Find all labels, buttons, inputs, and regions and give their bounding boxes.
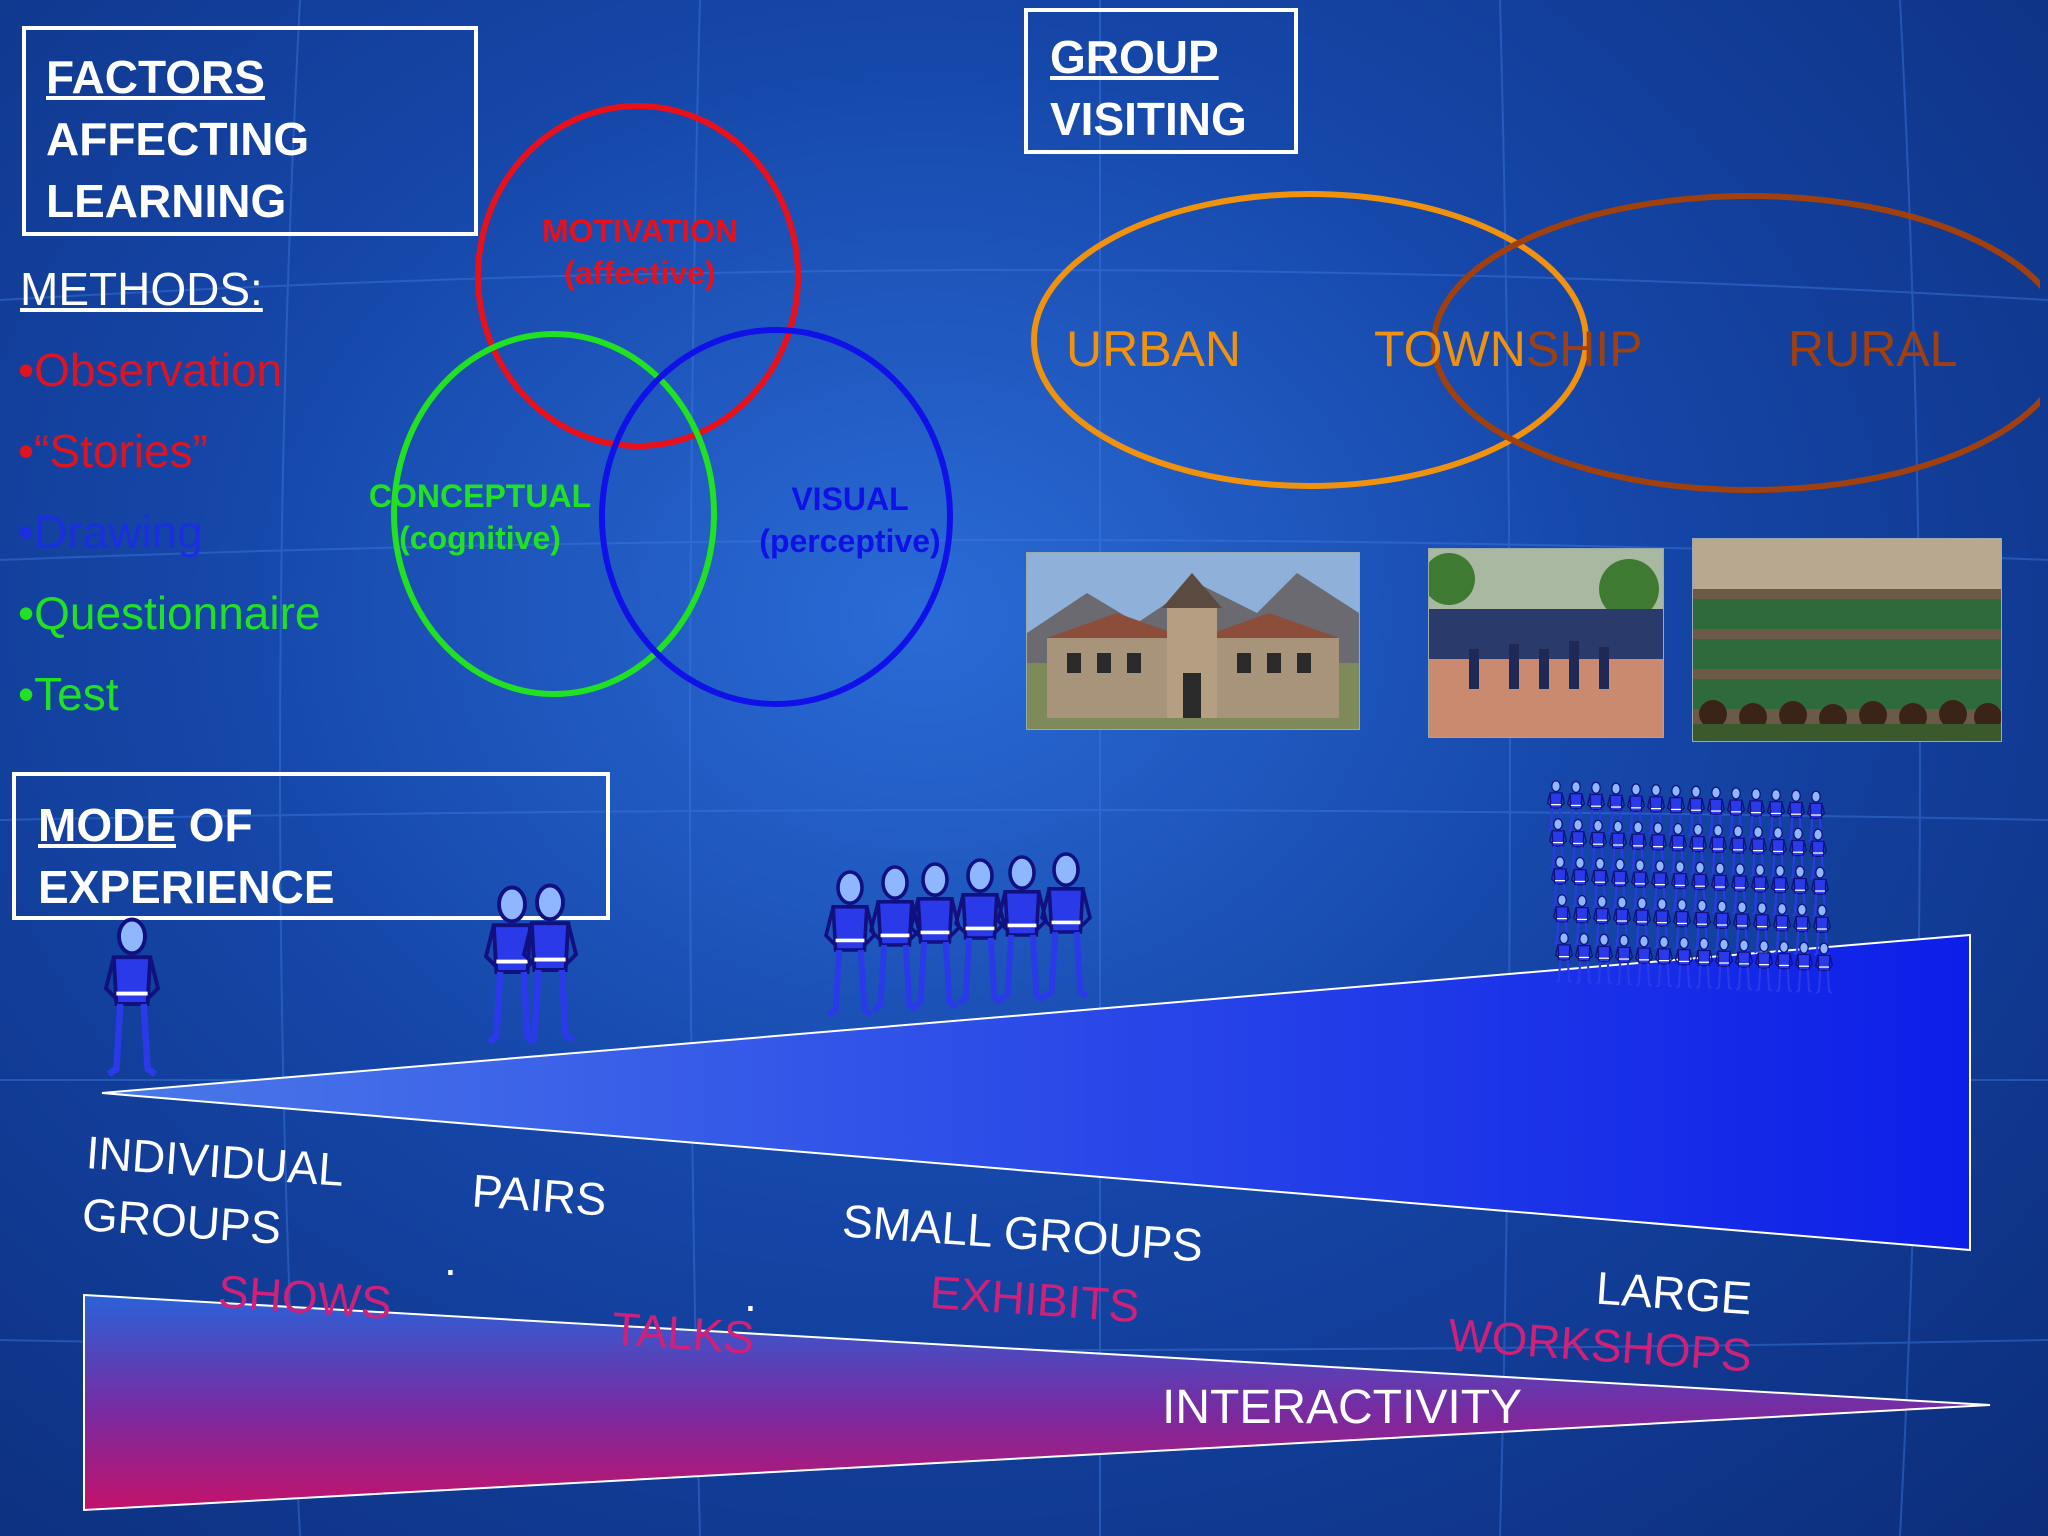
mode-title-of: OF: [176, 799, 253, 851]
method-test: •Test: [18, 668, 119, 720]
visual-sub: (perceptive): [759, 523, 941, 559]
venn-diagram: [391, 103, 953, 707]
venn-circle-motivation: [475, 103, 801, 449]
methods-list: •Observation •“Stories” •Drawing •Questi…: [18, 330, 321, 735]
motivation-sub: (affective): [564, 255, 716, 291]
mode-title-line-1: MODE OF: [38, 794, 606, 856]
township-label-b: SHIP: [1525, 321, 1643, 377]
factors-title-line-1: FACTORS: [46, 51, 265, 103]
factors-title-line-3: LEARNING: [46, 175, 287, 227]
method-drawing: •Drawing: [18, 506, 203, 558]
venn-label-visual: VISUAL (perceptive): [740, 478, 960, 562]
method-questionnaire: •Questionnaire: [18, 587, 321, 639]
individual-figure: [106, 920, 158, 1075]
school-building-photo: [1026, 552, 1360, 730]
interactivity-wedge: [83, 1293, 1991, 1512]
methods-heading: METHODS:: [20, 263, 263, 315]
township-rural-ellipse: [1431, 193, 2040, 493]
township-label: TOWNSHIP: [1374, 320, 1643, 378]
mode-title-line-2: EXPERIENCE: [38, 861, 335, 913]
township-label-a: TOWN: [1374, 321, 1526, 377]
large-group-figures: [1546, 779, 1834, 995]
visiting-ellipses: [1031, 191, 2040, 493]
venn-label-conceptual: CONCEPTUAL (cognitive): [360, 475, 600, 559]
label-dot-1: .: [444, 1233, 457, 1285]
conceptual-sub: (cognitive): [399, 520, 561, 556]
factors-title-line-2: AFFECTING: [46, 113, 310, 165]
label-dot-2: .: [744, 1269, 757, 1321]
venn-circle-conceptual: [391, 331, 717, 697]
label-large: LARGE: [1594, 1261, 1754, 1325]
label-pairs: PAIRS: [470, 1164, 609, 1226]
urban-label: URBAN: [1066, 321, 1242, 377]
method-stories: •“Stories”: [18, 425, 208, 477]
venn-circle-visual: [599, 327, 953, 707]
mode-title-mode: MODE: [38, 799, 176, 851]
label-interactivity: INTERACTIVITY: [1162, 1381, 1523, 1434]
mode-of-experience-box: MODE OF EXPERIENCE: [12, 772, 610, 920]
small-group-figures: [826, 854, 1090, 1015]
rural-label: RURAL: [1788, 321, 1958, 377]
conceptual-title: CONCEPTUAL: [368, 478, 592, 514]
factors-title-box: FACTORS AFFECTING LEARNING: [22, 26, 478, 236]
schoolyard-dance-photo: [1428, 548, 1664, 738]
motivation-title: MOTIVATION: [541, 213, 739, 249]
group-size-wedge: [101, 933, 1971, 1252]
method-observation: •Observation: [18, 344, 283, 396]
label-talks: TALKS: [610, 1302, 756, 1364]
group-visiting-box: GROUP VISITING: [1024, 8, 1298, 154]
urban-township-ellipse: [1031, 191, 1589, 489]
pair-figures: [486, 886, 576, 1043]
venn-label-motivation: MOTIVATION (affective): [500, 210, 780, 294]
group-visiting-line-1: GROUP: [1050, 31, 1219, 83]
crowded-classroom-photo: [1692, 538, 2002, 742]
group-visiting-line-2: VISITING: [1050, 93, 1247, 145]
visual-title: VISUAL: [791, 481, 909, 517]
